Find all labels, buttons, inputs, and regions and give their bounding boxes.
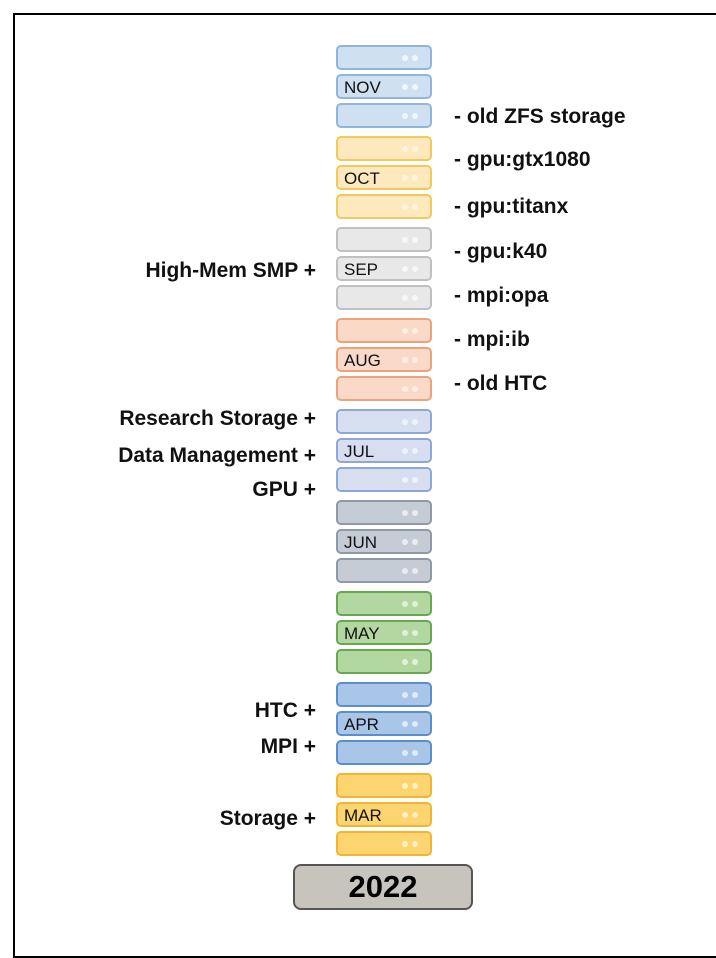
rack-unit: [336, 773, 432, 798]
led-dots-icon: [402, 630, 418, 637]
led-dots-icon: [402, 812, 418, 819]
led-dots-icon: [402, 750, 418, 757]
annotation-gpu-gtx1080: - gpu:gtx1080: [454, 148, 591, 171]
month-label: AUG: [344, 351, 381, 370]
led-dots-icon: [402, 721, 418, 728]
rack-unit: [336, 376, 432, 401]
rack-unit: OCT: [336, 165, 432, 190]
led-dots-icon: [402, 175, 418, 182]
rack-unit: [336, 285, 432, 310]
month-block-mar: MAR: [336, 773, 434, 864]
rack-unit: [336, 649, 432, 674]
led-dots-icon: [402, 266, 418, 273]
led-dots-icon: [402, 448, 418, 455]
month-block-oct: OCT: [336, 136, 434, 227]
rack-unit: [336, 103, 432, 128]
month-label: MAR: [344, 806, 382, 825]
annotation-gpu-k40: - gpu:k40: [454, 240, 548, 263]
rack-unit: [336, 467, 432, 492]
rack-unit: MAR: [336, 802, 432, 827]
rack-unit: [336, 682, 432, 707]
month-block-jun: JUN: [336, 500, 434, 591]
rack-unit: [336, 591, 432, 616]
led-dots-icon: [402, 783, 418, 790]
led-dots-icon: [402, 237, 418, 244]
month-label: NOV: [344, 78, 381, 97]
server-rack-stack: NOV OCT SEP AUG JUL JUN MAY APR MAR: [336, 45, 434, 864]
month-label: JUN: [344, 533, 378, 552]
led-dots-icon: [402, 659, 418, 666]
led-dots-icon: [402, 539, 418, 546]
rack-unit: MAY: [336, 620, 432, 645]
rack-unit: [336, 831, 432, 856]
led-dots-icon: [402, 146, 418, 153]
led-dots-icon: [402, 204, 418, 211]
rack-unit: [336, 409, 432, 434]
rack-unit: [336, 136, 432, 161]
rack-unit: [336, 194, 432, 219]
month-block-jul: JUL: [336, 409, 434, 500]
led-dots-icon: [402, 357, 418, 364]
rack-unit: [336, 45, 432, 70]
annotation-data-management: Data Management +: [118, 444, 316, 467]
annotation-mpi-opa: - mpi:opa: [454, 284, 549, 307]
rack-unit: [336, 318, 432, 343]
led-dots-icon: [402, 841, 418, 848]
month-label: SEP: [344, 260, 379, 279]
rack-unit: SEP: [336, 256, 432, 281]
annotation-storage: Storage +: [219, 807, 316, 830]
rack-unit: [336, 558, 432, 583]
annotation-htc: HTC +: [254, 699, 316, 722]
annotation-mpi: MPI +: [260, 735, 316, 758]
annotation-old-zfs-storage: - old ZFS storage: [454, 105, 626, 128]
rack-unit: [336, 740, 432, 765]
rack-unit: APR: [336, 711, 432, 736]
led-dots-icon: [402, 328, 418, 335]
led-dots-icon: [402, 419, 418, 426]
annotation-gpu: GPU +: [252, 478, 316, 501]
led-dots-icon: [402, 568, 418, 575]
led-dots-icon: [402, 84, 418, 91]
led-dots-icon: [402, 692, 418, 699]
annotation-mpi-ib: - mpi:ib: [454, 328, 530, 351]
rack-unit: NOV: [336, 74, 432, 99]
month-block-sep: SEP: [336, 227, 434, 318]
led-dots-icon: [402, 295, 418, 302]
month-block-aug: AUG: [336, 318, 434, 409]
rack-unit: [336, 500, 432, 525]
led-dots-icon: [402, 386, 418, 393]
annotation-research-storage: Research Storage +: [119, 407, 316, 430]
annotation-high-mem-smp: High-Mem SMP +: [145, 259, 316, 282]
rack-unit: JUN: [336, 529, 432, 554]
month-label: MAY: [344, 624, 380, 643]
month-block-nov: NOV: [336, 45, 434, 136]
month-label: JUL: [344, 442, 375, 461]
month-block-may: MAY: [336, 591, 434, 682]
led-dots-icon: [402, 477, 418, 484]
month-label: OCT: [344, 169, 380, 188]
annotation-old-htc: - old HTC: [454, 372, 548, 395]
rack-unit: [336, 227, 432, 252]
led-dots-icon: [402, 55, 418, 62]
month-block-apr: APR: [336, 682, 434, 773]
annotation-gpu-titanx: - gpu:titanx: [454, 195, 569, 218]
led-dots-icon: [402, 113, 418, 120]
year-base: 2022: [293, 864, 473, 910]
rack-unit: AUG: [336, 347, 432, 372]
rack-unit: JUL: [336, 438, 432, 463]
led-dots-icon: [402, 510, 418, 517]
month-label: APR: [344, 715, 379, 734]
led-dots-icon: [402, 601, 418, 608]
